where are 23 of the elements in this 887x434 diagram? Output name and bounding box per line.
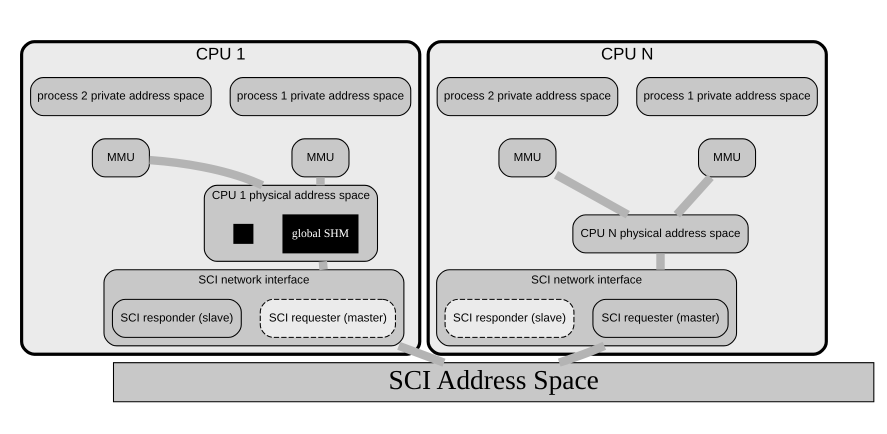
node-box: MMU xyxy=(291,138,350,177)
node-box: process 1 private address space xyxy=(230,76,412,116)
connector xyxy=(656,252,665,270)
node-box: SCI requester (master) xyxy=(592,298,729,338)
connector xyxy=(558,341,606,366)
node-box: MMU xyxy=(92,138,150,177)
node-box: SCI Address Space xyxy=(112,362,874,402)
node-box: MMU xyxy=(698,138,756,177)
node-box xyxy=(233,223,254,244)
node-box: global SHM xyxy=(282,214,358,253)
node-box: SCI responder (slave) xyxy=(444,298,574,338)
connector xyxy=(316,176,325,185)
node-box: CPU N physical address space xyxy=(572,214,749,253)
connector xyxy=(149,155,264,189)
node-box: process 1 private address space xyxy=(636,76,818,116)
node-box: SCI responder (slave) xyxy=(112,298,242,338)
node-box: process 2 private address space xyxy=(30,76,212,116)
connector xyxy=(318,260,328,270)
connector xyxy=(674,174,714,218)
connector xyxy=(554,170,630,218)
node-box: SCI requester (master) xyxy=(260,298,396,338)
node-box: MMU xyxy=(498,138,556,177)
node-box: process 2 private address space xyxy=(436,76,618,116)
